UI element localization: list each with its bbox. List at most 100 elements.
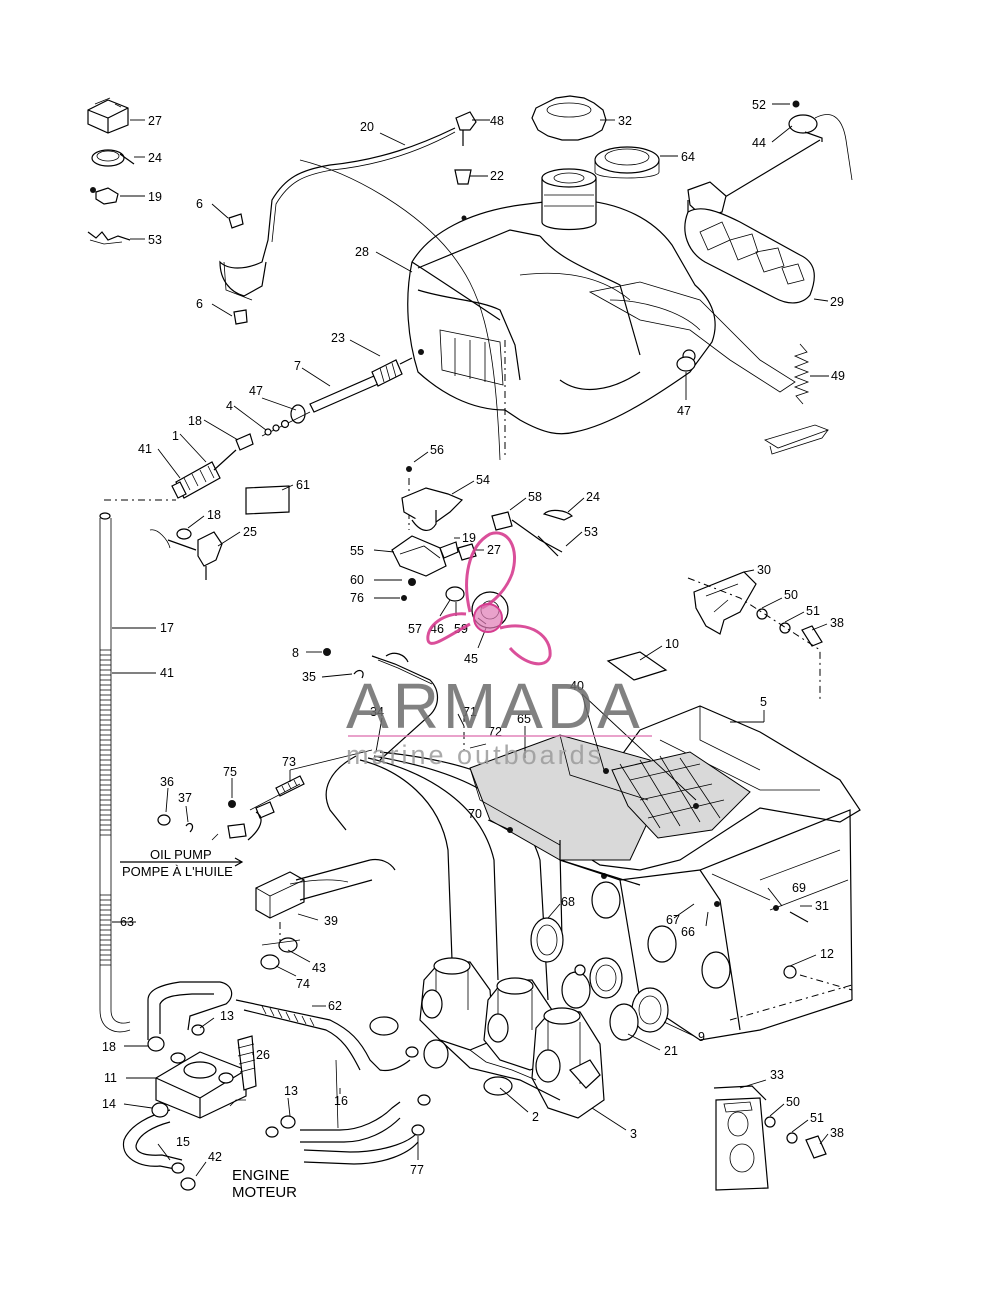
- fuel-sender: [687, 100, 853, 221]
- callout-66: 66: [681, 925, 695, 939]
- callout-35: 35: [302, 670, 316, 684]
- callout-10: 10: [665, 637, 679, 651]
- clip-19: [90, 187, 119, 205]
- callout-16: 16: [334, 1094, 348, 1108]
- callout-31: 31: [815, 899, 829, 913]
- callout-24-b: 24: [586, 490, 600, 504]
- callout-22: 22: [490, 169, 504, 183]
- callout-77: 77: [410, 1163, 424, 1177]
- callout-20: 20: [360, 120, 374, 134]
- callout-65: 65: [517, 712, 531, 726]
- vent-hose-route: [299, 159, 501, 461]
- callout-71: 71: [463, 705, 477, 719]
- callout-41: 41: [138, 442, 152, 456]
- callout-8: 8: [292, 646, 299, 660]
- callout-50-b: 50: [786, 1095, 800, 1109]
- callout-12: 12: [820, 947, 834, 961]
- cap-gasket: [594, 146, 660, 179]
- terminal-53: [87, 231, 131, 245]
- callout-38-b: 38: [830, 1126, 844, 1140]
- grommet-47: [676, 356, 696, 372]
- callout-60: 60: [350, 573, 364, 587]
- callout-56: 56: [430, 443, 444, 457]
- callout-67: 67: [666, 913, 680, 927]
- callout-25: 25: [243, 525, 257, 539]
- callout-27: 27: [148, 114, 162, 128]
- callout-13-b: 13: [284, 1084, 298, 1098]
- oil-pump-linkage: [255, 858, 396, 970]
- tension-spring: [793, 343, 810, 405]
- callout-30: 30: [757, 563, 771, 577]
- fuel-filter: [155, 1035, 257, 1119]
- fuel-tank: [407, 168, 796, 435]
- callout-53: 53: [148, 233, 162, 247]
- air-silencer: [469, 705, 861, 886]
- centerline-12: [729, 984, 853, 1021]
- connector-27: [87, 97, 129, 134]
- engine-caption: ENGINE: [232, 1167, 290, 1184]
- fitting-8: [323, 648, 331, 656]
- callout-48: 48: [490, 114, 504, 128]
- vent-hose: [219, 127, 456, 297]
- callout-5: 5: [760, 695, 767, 709]
- oil-pump-caption: OIL PUMP: [150, 847, 212, 862]
- callout-21: 21: [664, 1044, 678, 1058]
- callout-49: 49: [831, 369, 845, 383]
- callout-6: 6: [196, 197, 203, 211]
- callout-68: 68: [561, 895, 575, 909]
- leader-lines: [112, 103, 829, 1177]
- callout-54: 54: [476, 473, 490, 487]
- callout-69: 69: [792, 881, 806, 895]
- callout-42: 42: [208, 1150, 222, 1164]
- callout-19: 19: [148, 190, 162, 204]
- callout-18-b: 18: [207, 508, 221, 522]
- callout-50: 50: [784, 588, 798, 602]
- callout-51: 51: [806, 604, 820, 618]
- callout-18-c: 18: [102, 1040, 116, 1054]
- callout-43: 43: [312, 961, 326, 975]
- callout-45: 45: [464, 652, 478, 666]
- callout-labels: 27 24 19 53 20 48 32 52 44 64 22 6 28 6 …: [102, 98, 845, 1177]
- callout-44: 44: [752, 136, 766, 150]
- callout-73: 73: [282, 755, 296, 769]
- callout-70: 70: [468, 807, 482, 821]
- engine-block: [559, 809, 853, 1041]
- callout-63: 63: [120, 915, 134, 929]
- fitting-18-25: [149, 528, 223, 580]
- callout-38: 38: [830, 616, 844, 630]
- oil-pump-fittings: [120, 775, 305, 867]
- callout-14: 14: [102, 1097, 116, 1111]
- callout-37: 37: [178, 791, 192, 805]
- oil-line-vertical: [99, 499, 176, 1033]
- callout-17: 17: [160, 621, 174, 635]
- callout-64: 64: [681, 150, 695, 164]
- tank-strap: [684, 208, 815, 304]
- callout-76: 76: [350, 591, 364, 605]
- vent-fitting: [454, 111, 477, 221]
- carburetors: [419, 957, 605, 1119]
- callout-39: 39: [324, 914, 338, 928]
- vent-hose-loop: [223, 261, 253, 301]
- callout-47-cable: 47: [249, 384, 263, 398]
- watermark-brand: ARMADA: [346, 670, 644, 742]
- callout-7: 7: [294, 359, 301, 373]
- callout-3: 3: [630, 1127, 637, 1141]
- callout-26: 26: [256, 1048, 270, 1062]
- callout-74: 74: [296, 977, 310, 991]
- tank-hold-plate: [764, 424, 830, 455]
- intake-adapters: [530, 917, 669, 1041]
- callout-28: 28: [355, 245, 369, 259]
- callout-29: 29: [830, 295, 844, 309]
- filler-cap: [531, 95, 607, 141]
- clip-6-lower: [233, 309, 248, 325]
- callout-62: 62: [328, 999, 342, 1013]
- tie-strap-24: [91, 149, 135, 167]
- armada-logo-mark: [426, 531, 552, 666]
- callout-9: 9: [698, 1030, 705, 1044]
- engine-caption-fr: MOTEUR: [232, 1184, 297, 1201]
- decal-61: [245, 485, 290, 515]
- clip-35: [353, 669, 364, 679]
- callout-1: 1: [172, 429, 179, 443]
- callout-55: 55: [350, 544, 364, 558]
